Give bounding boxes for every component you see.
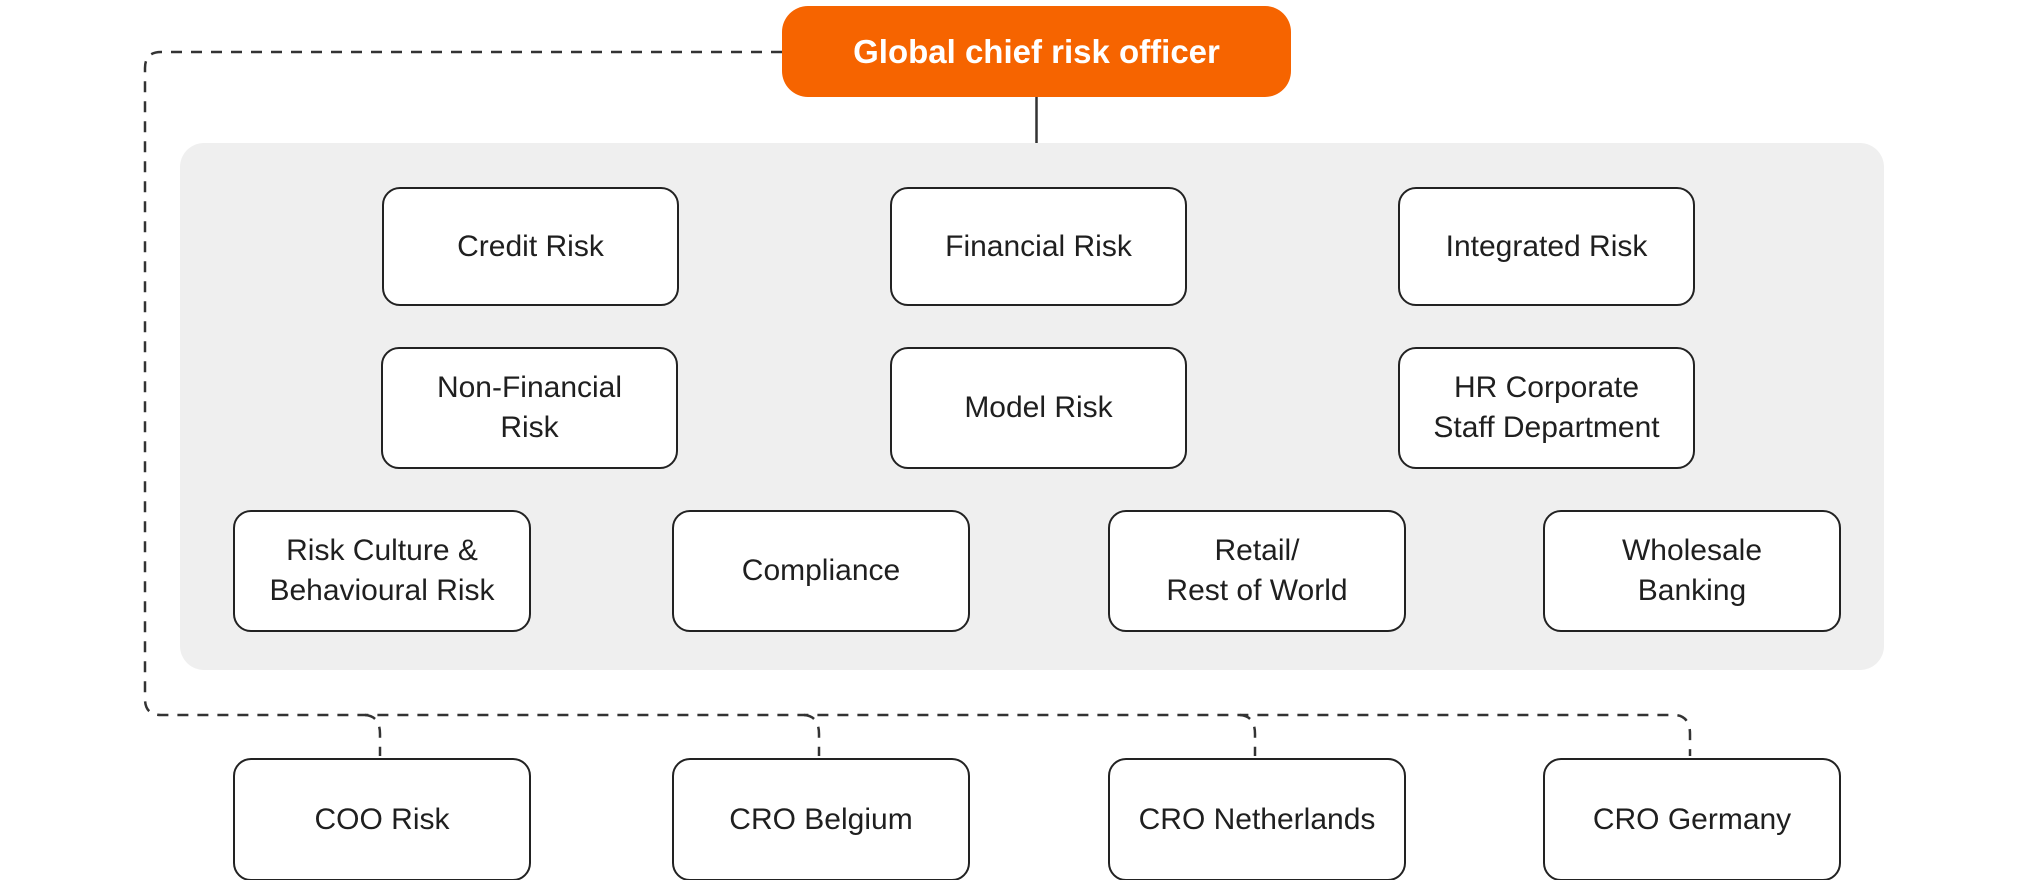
node-compliance: Compliance bbox=[672, 510, 970, 632]
node-cro-netherlands: CRO Netherlands bbox=[1108, 758, 1406, 880]
node-integrated-risk: Integrated Risk bbox=[1398, 187, 1695, 306]
node-risk-culture-behavioural-risk: Risk Culture & Behavioural Risk bbox=[233, 510, 531, 632]
node-financial-risk: Financial Risk bbox=[890, 187, 1187, 306]
node-cro-belgium: CRO Belgium bbox=[672, 758, 970, 880]
dashed-connector-cro-belgium bbox=[803, 713, 821, 756]
node-hr-corporate-staff-department: HR Corporate Staff Department bbox=[1398, 347, 1695, 469]
node-cro-germany: CRO Germany bbox=[1543, 758, 1841, 880]
dashed-connector-coo-risk bbox=[364, 713, 382, 756]
node-non-financial-risk: Non-Financial Risk bbox=[381, 347, 678, 469]
dashed-connector-cro-netherlands bbox=[1239, 713, 1257, 756]
node-credit-risk: Credit Risk bbox=[382, 187, 679, 306]
node-wholesale-banking: Wholesale Banking bbox=[1543, 510, 1841, 632]
node-global-chief-risk-officer: Global chief risk officer bbox=[782, 6, 1291, 97]
node-retail-rest-of-world: Retail/ Rest of World bbox=[1108, 510, 1406, 632]
node-coo-risk: COO Risk bbox=[233, 758, 531, 880]
node-model-risk: Model Risk bbox=[890, 347, 1187, 469]
